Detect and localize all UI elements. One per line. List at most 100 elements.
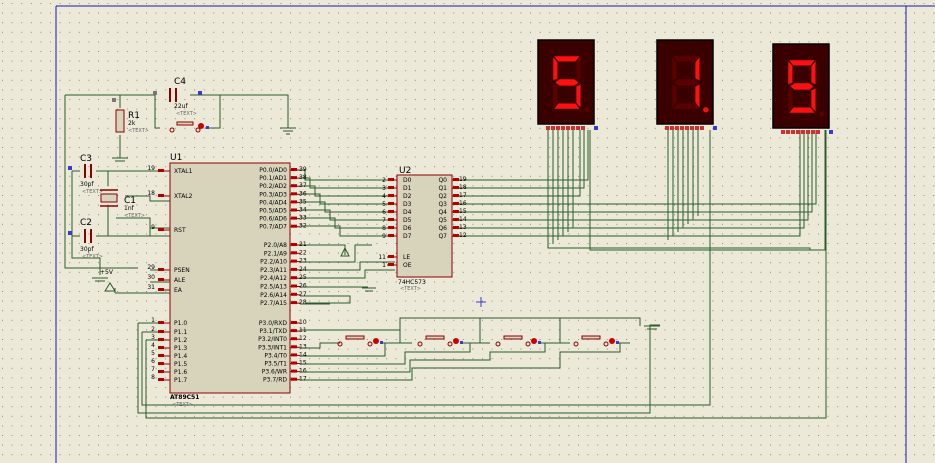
p3-buttons [337, 335, 619, 347]
r1-value: 2k [128, 120, 136, 127]
u1-pin-num: 7 [151, 366, 155, 373]
segment-g [674, 79, 698, 86]
u1-pin-num: 16 [299, 368, 307, 375]
segment-a [554, 56, 580, 62]
c4-ref: C4 [174, 77, 186, 87]
u1-pin-name: P0.0/AD0 [259, 167, 287, 174]
segment-c [695, 84, 700, 108]
u2-pin-num: 7 [382, 217, 386, 224]
segment-f [553, 57, 558, 81]
key-button[interactable] [337, 335, 383, 347]
u2-pin-num: 11 [378, 254, 386, 261]
u1-pin-num: 15 [299, 360, 307, 367]
u1-pin-name: P0.4/AD4 [259, 199, 287, 206]
segment-c [811, 88, 816, 112]
r1-resistor[interactable]: R1 2k <TEXT> [112, 98, 149, 134]
segment-e [672, 84, 677, 108]
key-button[interactable] [573, 335, 619, 347]
c2-ref: C2 [80, 218, 92, 228]
seven-segment-displays [537, 39, 833, 134]
u2-pin-num: 2 [382, 177, 386, 184]
segment-dp [584, 107, 590, 113]
key-button[interactable] [495, 335, 541, 347]
u2-pin-num: 13 [459, 224, 467, 231]
sheet-border [55, 5, 935, 463]
wires [64, 94, 827, 419]
u1-pin-name: P3.4/T0 [264, 352, 287, 359]
u1-pin-num: 35 [299, 198, 307, 205]
u1-pin-name: P2.2/A10 [260, 259, 287, 266]
reset-button[interactable] [169, 121, 209, 133]
segment-e [553, 84, 558, 108]
crosshair-cursor-icon [476, 297, 486, 307]
segment-dp [819, 111, 825, 117]
u2-pin-name: D1 [403, 185, 412, 192]
u1-pin-num: 31 [147, 284, 155, 291]
u2-pin-name: D6 [403, 225, 412, 232]
u2-pin-num: 14 [459, 216, 467, 223]
u1-pin-name: P3.7/RD [263, 377, 287, 384]
c3-capacitor[interactable]: C3 30pf <TEXT> [68, 154, 103, 195]
u1-pin-num: 17 [299, 376, 307, 383]
u2-pin-num: 5 [382, 201, 386, 208]
c1-text: <TEXT> [124, 213, 145, 219]
seven-segment-display [656, 39, 717, 130]
u2-pin-name: Q5 [438, 217, 447, 224]
u1-pin-name: P0.2/AD2 [259, 183, 287, 190]
segment-f [788, 61, 793, 85]
u1-pin-num: 37 [299, 182, 307, 189]
c2-capacitor[interactable]: C2 30pf <TEXT> [68, 218, 103, 260]
u1-ref: U1 [170, 153, 182, 163]
segment-g [790, 83, 814, 90]
u1-pin-num: 27 [299, 291, 307, 298]
u1-pin-num: 13 [299, 343, 307, 350]
u2-pin-num: 16 [459, 200, 467, 207]
r1-ref: R1 [128, 111, 140, 121]
u1-pin-num: 32 [299, 223, 307, 230]
u2-pin-name: D0 [403, 177, 412, 184]
u2-pin-name: LE [403, 254, 410, 261]
u2-pin-name: Q1 [438, 185, 447, 192]
u1-pin-name: P1.0 [174, 320, 187, 327]
u2-pin-name: Q6 [438, 225, 447, 232]
u1-pin-num: 10 [299, 319, 307, 326]
u1-pin-num: 19 [147, 165, 155, 172]
u1-pin-name: ALE [174, 277, 185, 284]
segment-d [554, 103, 580, 109]
u2-pin-num: 8 [382, 225, 386, 232]
u2-pin-num: 17 [459, 192, 467, 199]
u1-pin-num: 21 [299, 241, 307, 248]
u1-pin-name: P3.6/WR [262, 369, 287, 376]
u1-pin-name: P1.3 [174, 345, 187, 352]
c3-text: <TEXT> [82, 189, 103, 195]
u1-pin-num: 6 [151, 358, 155, 365]
u2-pin-name: D3 [403, 201, 412, 208]
segment-d [673, 103, 699, 109]
u2-pin-name: D2 [403, 193, 412, 200]
c1-crystal[interactable]: C1 1nf <TEXT> [100, 189, 145, 219]
u2-pin-name: Q4 [438, 209, 447, 216]
u1-pin-num: 9 [151, 224, 155, 231]
u1-pin-num: 39 [299, 166, 307, 173]
u1-pin-name: P3.0/RXD [259, 320, 287, 327]
u2-pin-num: 19 [459, 176, 467, 183]
u2-pin-name: Q3 [438, 201, 447, 208]
u1-pin-num: 33 [299, 215, 307, 222]
power-label: +5V [100, 269, 114, 276]
u1-text: <TEXT> [172, 402, 193, 408]
u2-pin-num: 4 [382, 193, 386, 200]
segment-c [576, 84, 581, 108]
segment-d [789, 107, 815, 113]
c4-capacitor[interactable]: C4 22uf <TEXT> [153, 77, 202, 117]
seven-segment-display [537, 39, 598, 130]
u2-pin-name: D4 [403, 209, 412, 216]
u1-pin-name: XTAL1 [174, 168, 193, 175]
key-button[interactable] [417, 335, 463, 347]
u1-pin-num: 12 [299, 335, 307, 342]
u1-pin-name: P1.6 [174, 369, 187, 376]
u1-pin-num: 26 [299, 283, 307, 290]
c2-text: <TEXT> [82, 254, 103, 260]
